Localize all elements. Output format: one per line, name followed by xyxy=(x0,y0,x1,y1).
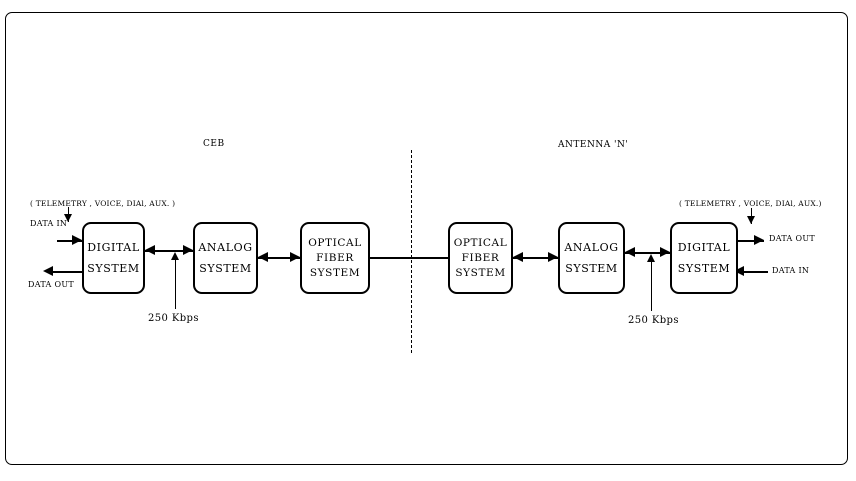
link-left-analog-optical-arrow-left-icon xyxy=(258,252,268,262)
data-out-arrowhead-left-icon xyxy=(43,266,53,276)
data-in-line-right xyxy=(738,271,768,273)
link-right-optical-analog xyxy=(513,257,558,259)
link-left-digital-analog-arrow-right-icon xyxy=(183,245,193,255)
site-label-antenna: ANTENNA 'N' xyxy=(558,140,629,150)
data-out-arrowhead-right-icon xyxy=(754,235,764,245)
data-out-label-right: DATA OUT xyxy=(769,234,816,243)
data-out-label-left: DATA OUT xyxy=(28,280,75,289)
telemetry-note-right: ( TELEMETRY , VOICE, DIAl, AUX.) xyxy=(679,199,822,208)
site-divider-dashed-line xyxy=(411,150,412,353)
box-left-optical-line2: FIBER xyxy=(316,251,354,264)
box-right-analog-line2: SYSTEM xyxy=(565,262,618,275)
box-left-digital-line1: DIGITAL xyxy=(87,241,140,254)
rate-callout-arrowhead-up-left-icon xyxy=(170,252,179,260)
box-left-digital-system: DIGITAL SYSTEM xyxy=(82,222,145,294)
rate-label-left: 250 Kbps xyxy=(148,313,199,324)
box-right-analog-line1: ANALOG xyxy=(564,241,619,254)
box-right-digital-system: DIGITAL SYSTEM xyxy=(670,222,738,294)
box-right-optical-line3: SYSTEM xyxy=(455,266,506,279)
box-left-optical-line3: SYSTEM xyxy=(309,266,361,279)
box-right-digital-line2: SYSTEM xyxy=(677,262,731,275)
box-left-analog-system: ANALOG SYSTEM xyxy=(193,222,258,294)
link-right-optical-analog-arrow-left-icon xyxy=(513,252,523,262)
box-right-digital-line1: DIGITAL xyxy=(677,241,731,254)
data-in-arrowhead-left-icon xyxy=(72,235,82,245)
box-left-digital-line2: SYSTEM xyxy=(87,262,140,275)
rate-callout-arrowhead-up-right-icon xyxy=(646,254,655,262)
link-right-analog-digital xyxy=(625,252,670,254)
box-right-optical-line2: FIBER xyxy=(461,251,500,264)
link-right-analog-digital-arrow-right-icon xyxy=(660,247,670,257)
data-in-arrowhead-right-icon xyxy=(734,266,744,276)
link-right-analog-digital-arrow-left-icon xyxy=(625,247,635,257)
box-left-analog-line2: SYSTEM xyxy=(199,262,252,275)
box-right-analog-system: ANALOG SYSTEM xyxy=(558,222,625,294)
telemetry-note-left: ( TELEMETRY , VOICE, DIAl, AUX. ) xyxy=(30,199,176,208)
site-label-ceb: CEB xyxy=(203,139,225,149)
box-right-optical-fiber-system: OPTICAL FIBER SYSTEM xyxy=(448,222,513,294)
data-in-label-right: DATA IN xyxy=(772,266,810,275)
rate-callout-line-right xyxy=(651,260,652,311)
data-in-label-left: DATA IN xyxy=(30,219,68,228)
link-left-digital-analog-arrow-left-icon xyxy=(145,245,155,255)
link-left-analog-optical xyxy=(258,257,300,259)
data-out-line-left xyxy=(48,271,84,273)
data-out-line-right xyxy=(738,240,764,242)
box-left-optical-line1: OPTICAL xyxy=(308,236,362,249)
diagram-frame xyxy=(5,12,848,465)
link-right-optical-analog-arrow-right-icon xyxy=(548,252,558,262)
telemetry-arrowhead-down-left-icon xyxy=(63,214,72,222)
box-left-analog-line1: ANALOG xyxy=(198,241,253,254)
box-right-optical-line1: OPTICAL xyxy=(453,236,508,249)
trunk-link-across-divider xyxy=(370,257,448,259)
data-in-line-left xyxy=(57,240,83,242)
rate-callout-line-left xyxy=(175,258,176,309)
link-left-analog-optical-arrow-right-icon xyxy=(290,252,300,262)
rate-label-right: 250 Kbps xyxy=(628,315,679,326)
box-left-optical-fiber-system: OPTICAL FIBER SYSTEM xyxy=(300,222,370,294)
telemetry-arrowhead-down-right-icon xyxy=(746,216,755,224)
link-left-digital-analog xyxy=(145,250,193,252)
